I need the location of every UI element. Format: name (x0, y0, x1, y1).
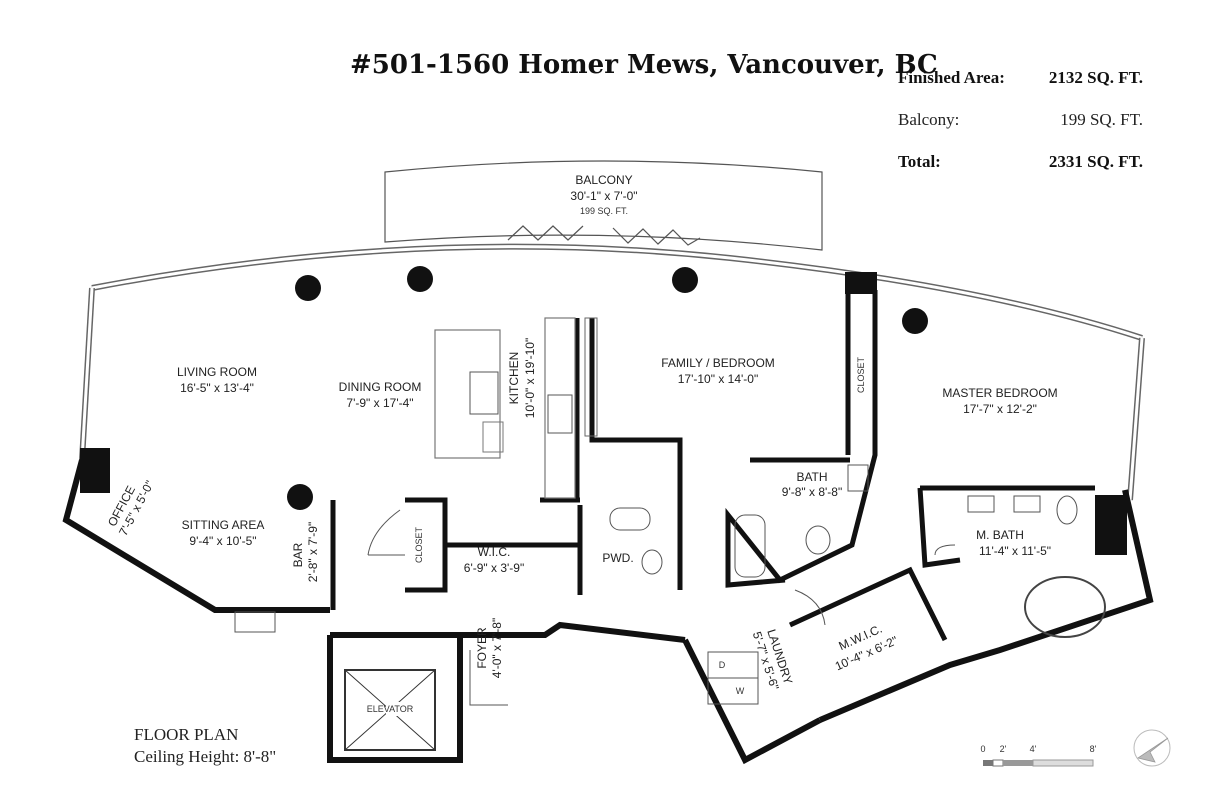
interior-walls (330, 290, 1095, 642)
finished-area-row: Finished Area: 2132 SQ. FT. (898, 68, 1143, 92)
label-kitchen: KITCHEN (507, 352, 521, 405)
total-area-row: Total: 2331 SQ. FT. (898, 152, 1143, 176)
structural-column (672, 267, 698, 293)
scale-bar: 0 2' 4' 8' (980, 744, 1097, 767)
bathtub (734, 514, 766, 578)
elevator-box (344, 669, 436, 751)
office-column (80, 448, 110, 493)
laundry-door (794, 589, 826, 626)
structural-column (407, 266, 433, 292)
closet-column (845, 272, 877, 294)
dim-family-bedroom: 17'-10" x 14'-0" (678, 372, 758, 386)
window-wall-top (91, 243, 1143, 341)
scale-segment (1032, 759, 1094, 767)
balcony-area-label: Balcony: (898, 110, 960, 129)
exterior-walls (62, 459, 1154, 765)
toilet (1056, 495, 1078, 525)
finished-area-value: 2132 SQ. FT. (1048, 68, 1143, 87)
scale-segment (983, 760, 993, 766)
balcony-area-value: 199 SQ. FT. (1060, 110, 1143, 129)
dim-kitchen: 10'-0" x 19'-10" (523, 338, 537, 418)
dim-sitting-area: 9'-4" x 10'-5" (189, 534, 256, 548)
label-sitting-area: SITTING AREA (182, 518, 265, 532)
area-balcony: 199 SQ. FT. (580, 206, 628, 216)
kitchen-island (434, 329, 501, 459)
dim-master-bedroom: 17'-7" x 12'-2" (963, 402, 1037, 416)
dim-master-bath: 11'-4" x 11'-5" (979, 544, 1051, 558)
elevator-label-bg (386, 702, 410, 716)
label-dryer: D (719, 660, 726, 670)
bar-sink (234, 611, 276, 633)
scale-tick-0: 0 (980, 744, 985, 754)
label-elevator: ELEVATOR (367, 704, 414, 714)
dim-bath: 9'-8" x 8'-8" (782, 485, 842, 499)
label-wic: W.I.C. (478, 545, 511, 559)
floor-plan-caption: FLOOR PLAN Ceiling Height: 8'-8" (134, 724, 276, 768)
north-arrow-icon (1133, 729, 1171, 767)
dim-foyer: 4'-0" x 7'-8" (490, 618, 504, 678)
window-wall-top-inner (91, 245, 1143, 340)
mbath-door (934, 544, 956, 556)
finished-area-label: Finished Area: (898, 68, 1005, 87)
total-area-label: Total: (898, 152, 941, 171)
scale-segment (1003, 760, 1033, 766)
property-address-title: #501-1560 Homer Mews, Vancouver, BC (350, 50, 938, 80)
dim-bar: 2'-8" x 7'-9" (306, 522, 320, 582)
toilet (805, 525, 831, 555)
label-master-bedroom: MASTER BEDROOM (942, 386, 1057, 400)
label-master-bath: M. BATH (976, 528, 1024, 542)
toilet (641, 549, 663, 575)
label-closet-foyer: CLOSET (414, 526, 424, 563)
vanity-sink (967, 495, 995, 513)
mbath-column (1095, 495, 1127, 555)
cooktop (469, 371, 499, 415)
balcony-area-row: Balcony: 199 SQ. FT. (898, 110, 1143, 134)
label-bath: BATH (796, 470, 827, 484)
vanity-sink (1013, 495, 1041, 513)
dim-living-room: 16'-5" x 13'-4" (180, 381, 254, 395)
dim-wic: 6'-9" x 3'-9" (464, 561, 524, 575)
balcony-outline (384, 160, 823, 251)
scale-tick-4: 4' (1030, 744, 1037, 754)
label-family-bedroom: FAMILY / BEDROOM (661, 356, 775, 370)
dim-dining-room: 7'-9" x 17'-4" (346, 396, 413, 410)
fridge-box (482, 421, 504, 453)
structural-column (295, 275, 321, 301)
structural-column (287, 484, 313, 510)
bath-sink (847, 464, 869, 492)
label-living-room: LIVING ROOM (177, 365, 257, 379)
window-wall-right-inner (1128, 337, 1144, 501)
label-closet-master: CLOSET (856, 356, 866, 393)
floor-plan-label: FLOOR PLAN (134, 725, 239, 744)
structural-column (902, 308, 928, 334)
label-washer: W (736, 686, 745, 696)
scale-segment (992, 759, 1004, 767)
pwd-sink (609, 507, 651, 531)
label-foyer: FOYER (475, 627, 489, 669)
sliding-doors (507, 225, 701, 246)
label-powder-room: PWD. (602, 551, 633, 565)
window-wall-left-inner (80, 287, 94, 461)
scale-tick-8: 8' (1090, 744, 1097, 754)
family-cabinet (584, 317, 598, 437)
label-bar: BAR (291, 542, 305, 567)
label-dining-room: DINING ROOM (339, 380, 422, 394)
kitchen-sink (547, 394, 573, 434)
label-balcony: BALCONY (575, 173, 632, 187)
kitchen-counter (544, 317, 576, 499)
foyer-door (469, 650, 508, 706)
scale-tick-2: 2' (1000, 744, 1007, 754)
dim-balcony: 30'-1" x 7'-0" (570, 189, 637, 203)
closet-door (367, 509, 405, 556)
soaker-tub (1024, 576, 1106, 638)
total-area-value: 2331 SQ. FT. (1048, 152, 1143, 171)
ceiling-height: Ceiling Height: 8'-8" (134, 747, 277, 766)
